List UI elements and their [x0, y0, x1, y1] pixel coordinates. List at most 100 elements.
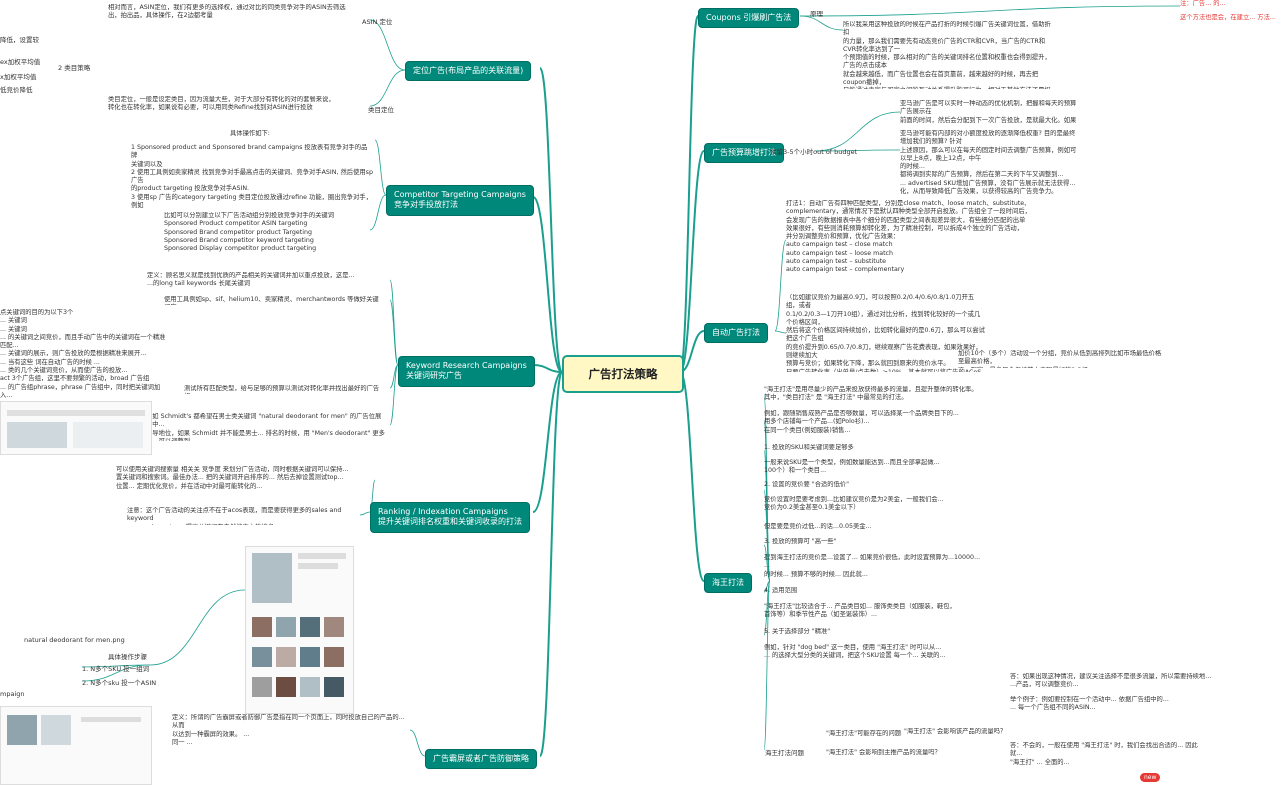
sub-link-10 — [389, 279, 399, 366]
central-topic[interactable]: 广告打法策略 — [562, 355, 684, 393]
label-kw-image: natural deodorant for men.png — [24, 636, 125, 644]
text-hw4b: "海王打法"比较适合于... 产品类目如... 服饰类类目（如服装，鞋包， 首饰… — [764, 603, 956, 619]
text-hwq-b: 举个例子：例如要控制在一个活动中... 依据广告组中的... ... 每一个广告… — [1010, 696, 1169, 712]
sub-link-20 — [763, 544, 771, 582]
label-left-2: x加权平均值 — [0, 73, 37, 81]
text-keyword-left: 点关键词的目的为以下3个 ... 关键词 ... 关键词 ... 的关键词之间竞… — [0, 309, 166, 399]
text-ranking-note: 注意：这个广告活动的关注点不在于acos表现，而是要获得更多的sales and… — [127, 507, 342, 525]
link-competitor — [532, 196, 563, 373]
topic-newscreen[interactable]: 广告霸屏或者广告防御策略 — [425, 749, 537, 770]
sub-link-24 — [409, 729, 426, 757]
text-keyword-def: 定义：顾名思义就是找到优质的产品相关的关键词并加以重点投放，这是... ...的… — [147, 272, 355, 288]
topic-keyword-label: Keyword Research Campaigns 关键词研究广告 — [406, 361, 527, 381]
text-positioning-body: 类目定位，一般是设定类目，因为流量大些，对于大部分有转化的对的套餐来说， 转化也… — [108, 96, 335, 112]
topic-keyword[interactable]: Keyword Research Campaigns 关键词研究广告 — [398, 356, 535, 387]
sub-link-12 — [389, 364, 399, 389]
sub-link-22 — [763, 580, 771, 636]
sub-link-9 — [774, 330, 787, 334]
text-hw4: 4. 适用范围 — [764, 587, 798, 594]
text-hwq-title: "海王打法"可能存在的问题 — [826, 730, 902, 737]
link-positioning — [539, 67, 563, 373]
label-left-1: ex加权平均值 — [0, 58, 41, 66]
link-keyword — [532, 364, 563, 373]
topic-positioning[interactable]: 定位广告(布局产品的关联流量) — [405, 61, 532, 82]
new-badge: new — [1140, 773, 1161, 782]
topic-newscreen-label: 广告霸屏或者广告防御策略 — [433, 754, 529, 763]
text-keyword-example: 例如 Schmidt's 都希望在男士类关键词 "natural deodora… — [146, 413, 385, 441]
topic-competitor-label: Competitor Targeting Campaigns 竞争对手投放打法 — [394, 190, 526, 210]
text-competitor-list: 比如可以分别建立以下广告活动组分别投放竞争对手的关键词 Sponsored Pr… — [164, 212, 335, 253]
label-yuanli: 原理 — [810, 10, 823, 18]
topic-ranking[interactable]: Ranking / Indexation Campaigns 提升关键词排名权重… — [370, 502, 530, 533]
topic-positioning-label: 定位广告(布局产品的关联流量) — [413, 66, 524, 75]
text-hw2: 2. 设置的竞价要 "合适的低价" — [764, 481, 850, 488]
text-red-note-1: 注：广告... 的... — [1180, 0, 1226, 7]
sub-link-4 — [374, 139, 387, 196]
text-hwq-c: 答：不会的，一般在使用 "海王打法" 时，我们会找出合适的... 因此就... … — [1010, 742, 1198, 766]
label-left-word: mpaign — [0, 690, 25, 698]
label-two-pos: 2 类目策略 — [58, 64, 91, 72]
text-hw5b: 例如，针对 "dog bed" 这一类目，使用 "海王打法" 时可以从... .… — [764, 644, 946, 660]
topic-auto[interactable]: 自动广告打法 — [704, 323, 768, 344]
label-left-3: 低竞价降低 — [0, 86, 33, 94]
text-red-note-2: 这个方法也是会，在建立... 方法... — [1180, 14, 1276, 21]
topic-budget-label: 广告预算跳增打法 — [712, 148, 776, 157]
topic-haiwang-label: 海王打法 — [712, 578, 744, 587]
text-hw3: 3. 投放的预算可 "高一些" — [764, 538, 837, 545]
sub-link-6 — [815, 111, 901, 152]
sub-link-1 — [799, 5, 1181, 17]
text-haiwang-intro: "海王打法"是用尽量少的产品来投放获得最多的流量，且提升整体的转化率。 其中，"… — [764, 386, 978, 402]
text-budget-top: 亚马逊广告是可以实时一种动态的优化机制，把握和每天的预算广告展示在 前面的时间，… — [900, 100, 1077, 124]
text-keyword-note: 测试所有匹配类型，给与足够的预算以测试对转化率并找出最好的广告组 — [184, 385, 380, 394]
ad-screenshot-image — [0, 706, 152, 785]
text-hw1: 1. 投放的SKU和关键词要足够多 — [764, 444, 854, 451]
text-hw1b: 一般来说SKU是一个类型，例如数量能达到...而且全部拿起做... 100个）和… — [764, 459, 940, 475]
topic-competitor[interactable]: Competitor Targeting Campaigns 竞争对手投放打法 — [386, 185, 534, 216]
sub-link-8 — [774, 239, 787, 332]
topic-auto-label: 自动广告打法 — [712, 328, 760, 337]
label-step1: 1. N多个SKU 投一组词 — [82, 665, 150, 673]
sub-link-3 — [369, 69, 406, 107]
link-ranking — [532, 371, 563, 513]
text-competitor-body: 1 Sponsored product and Sponsored brand … — [131, 144, 373, 208]
text-hw3b: 提到海王打法的竞价是...设置了... 如果竞价很低，此时设置预算为...100… — [764, 554, 981, 578]
text-coupons-top: 相对而言，ASIN定位，我们有更多的选择权，通过对比的同类竞争对手的ASIN去筛… — [108, 4, 346, 20]
label-asin-pos: ASIN 定位 — [362, 18, 393, 26]
topic-coupons-label: Coupons 引爆刷广告法 — [706, 13, 792, 22]
text-hwq-q2: "海王打法" 会影响该产品的流量吗？ — [904, 728, 1007, 735]
topic-coupons[interactable]: Coupons 引爆刷广告法 — [698, 8, 800, 29]
text-auto-body2: （比如建议竞价为最高0.9刀，可以按照0.2/0.4/0.6/0.8/1.0刀开… — [786, 294, 985, 372]
topic-ranking-label: Ranking / Indexation Campaigns 提升关键词排名权重… — [378, 507, 522, 527]
text-keyword-tools: 使用工具例如sp、sif、helium10、卖家精灵、merchantwords… — [164, 296, 379, 305]
sub-link-11 — [389, 299, 399, 366]
topic-haiwang[interactable]: 海王打法 — [704, 573, 752, 594]
sub-link-21 — [763, 580, 771, 593]
topic-budget[interactable]: 广告预算跳增打法 — [704, 143, 784, 164]
text-hwq-q1: "海王打法" 会影响到主推产品的流量吗？ — [826, 749, 941, 756]
text-newscreen-body: 定义：所谓的广告霸屏或者防御广告是指在同一个页面上，同时投放自己的产品的... … — [172, 714, 405, 746]
text-auto-body3: 加价10个（多个）活动设一个分组，竞价从低到高排列比如市场最低价格至最高价格， … — [958, 350, 1162, 368]
sub-link-5 — [369, 194, 387, 231]
sub-link-19 — [763, 489, 771, 582]
product-grid-image — [245, 546, 354, 714]
link-haiwang — [679, 371, 705, 582]
text-ranking-body: 可以使用关键词搜索量 相关关 竞争度 来划分广告活动，同时根据关键词可以保持..… — [116, 466, 349, 490]
label-juti: 具体操作步骤 — [108, 653, 147, 661]
text-hw2b: 竞价设置时是要考虑到...比如建议竞价是为2美金，一般我们会... 竞价为0.2… — [764, 496, 944, 512]
link-newscreen — [539, 371, 563, 757]
sub-link-23 — [763, 580, 771, 751]
sub-link-7 — [815, 149, 901, 152]
sub-link-27 — [81, 664, 151, 682]
sub-link-15 — [359, 511, 371, 516]
central-topic-label: 广告打法策略 — [588, 367, 658, 381]
sub-link-13 — [389, 364, 399, 426]
label-haiwang-q: 海王打法问题 — [765, 749, 804, 757]
text-budget-body: 亚马逊可能有内部的对小额度投放的逐渐降低权重? 目的是最终增加我们的预算? 针对… — [900, 130, 1077, 194]
link-coupons — [679, 15, 699, 373]
sub-link-2 — [369, 19, 406, 71]
keyword-screenshot-image — [0, 401, 152, 455]
label-budget-short: 预留3-5个小时out of budget — [770, 148, 858, 156]
text-haiwang-eg: 例如，跟随销售成熟产品是否够数量，可以选择某一个品牌类目下的... 用多个店铺每… — [764, 410, 959, 434]
